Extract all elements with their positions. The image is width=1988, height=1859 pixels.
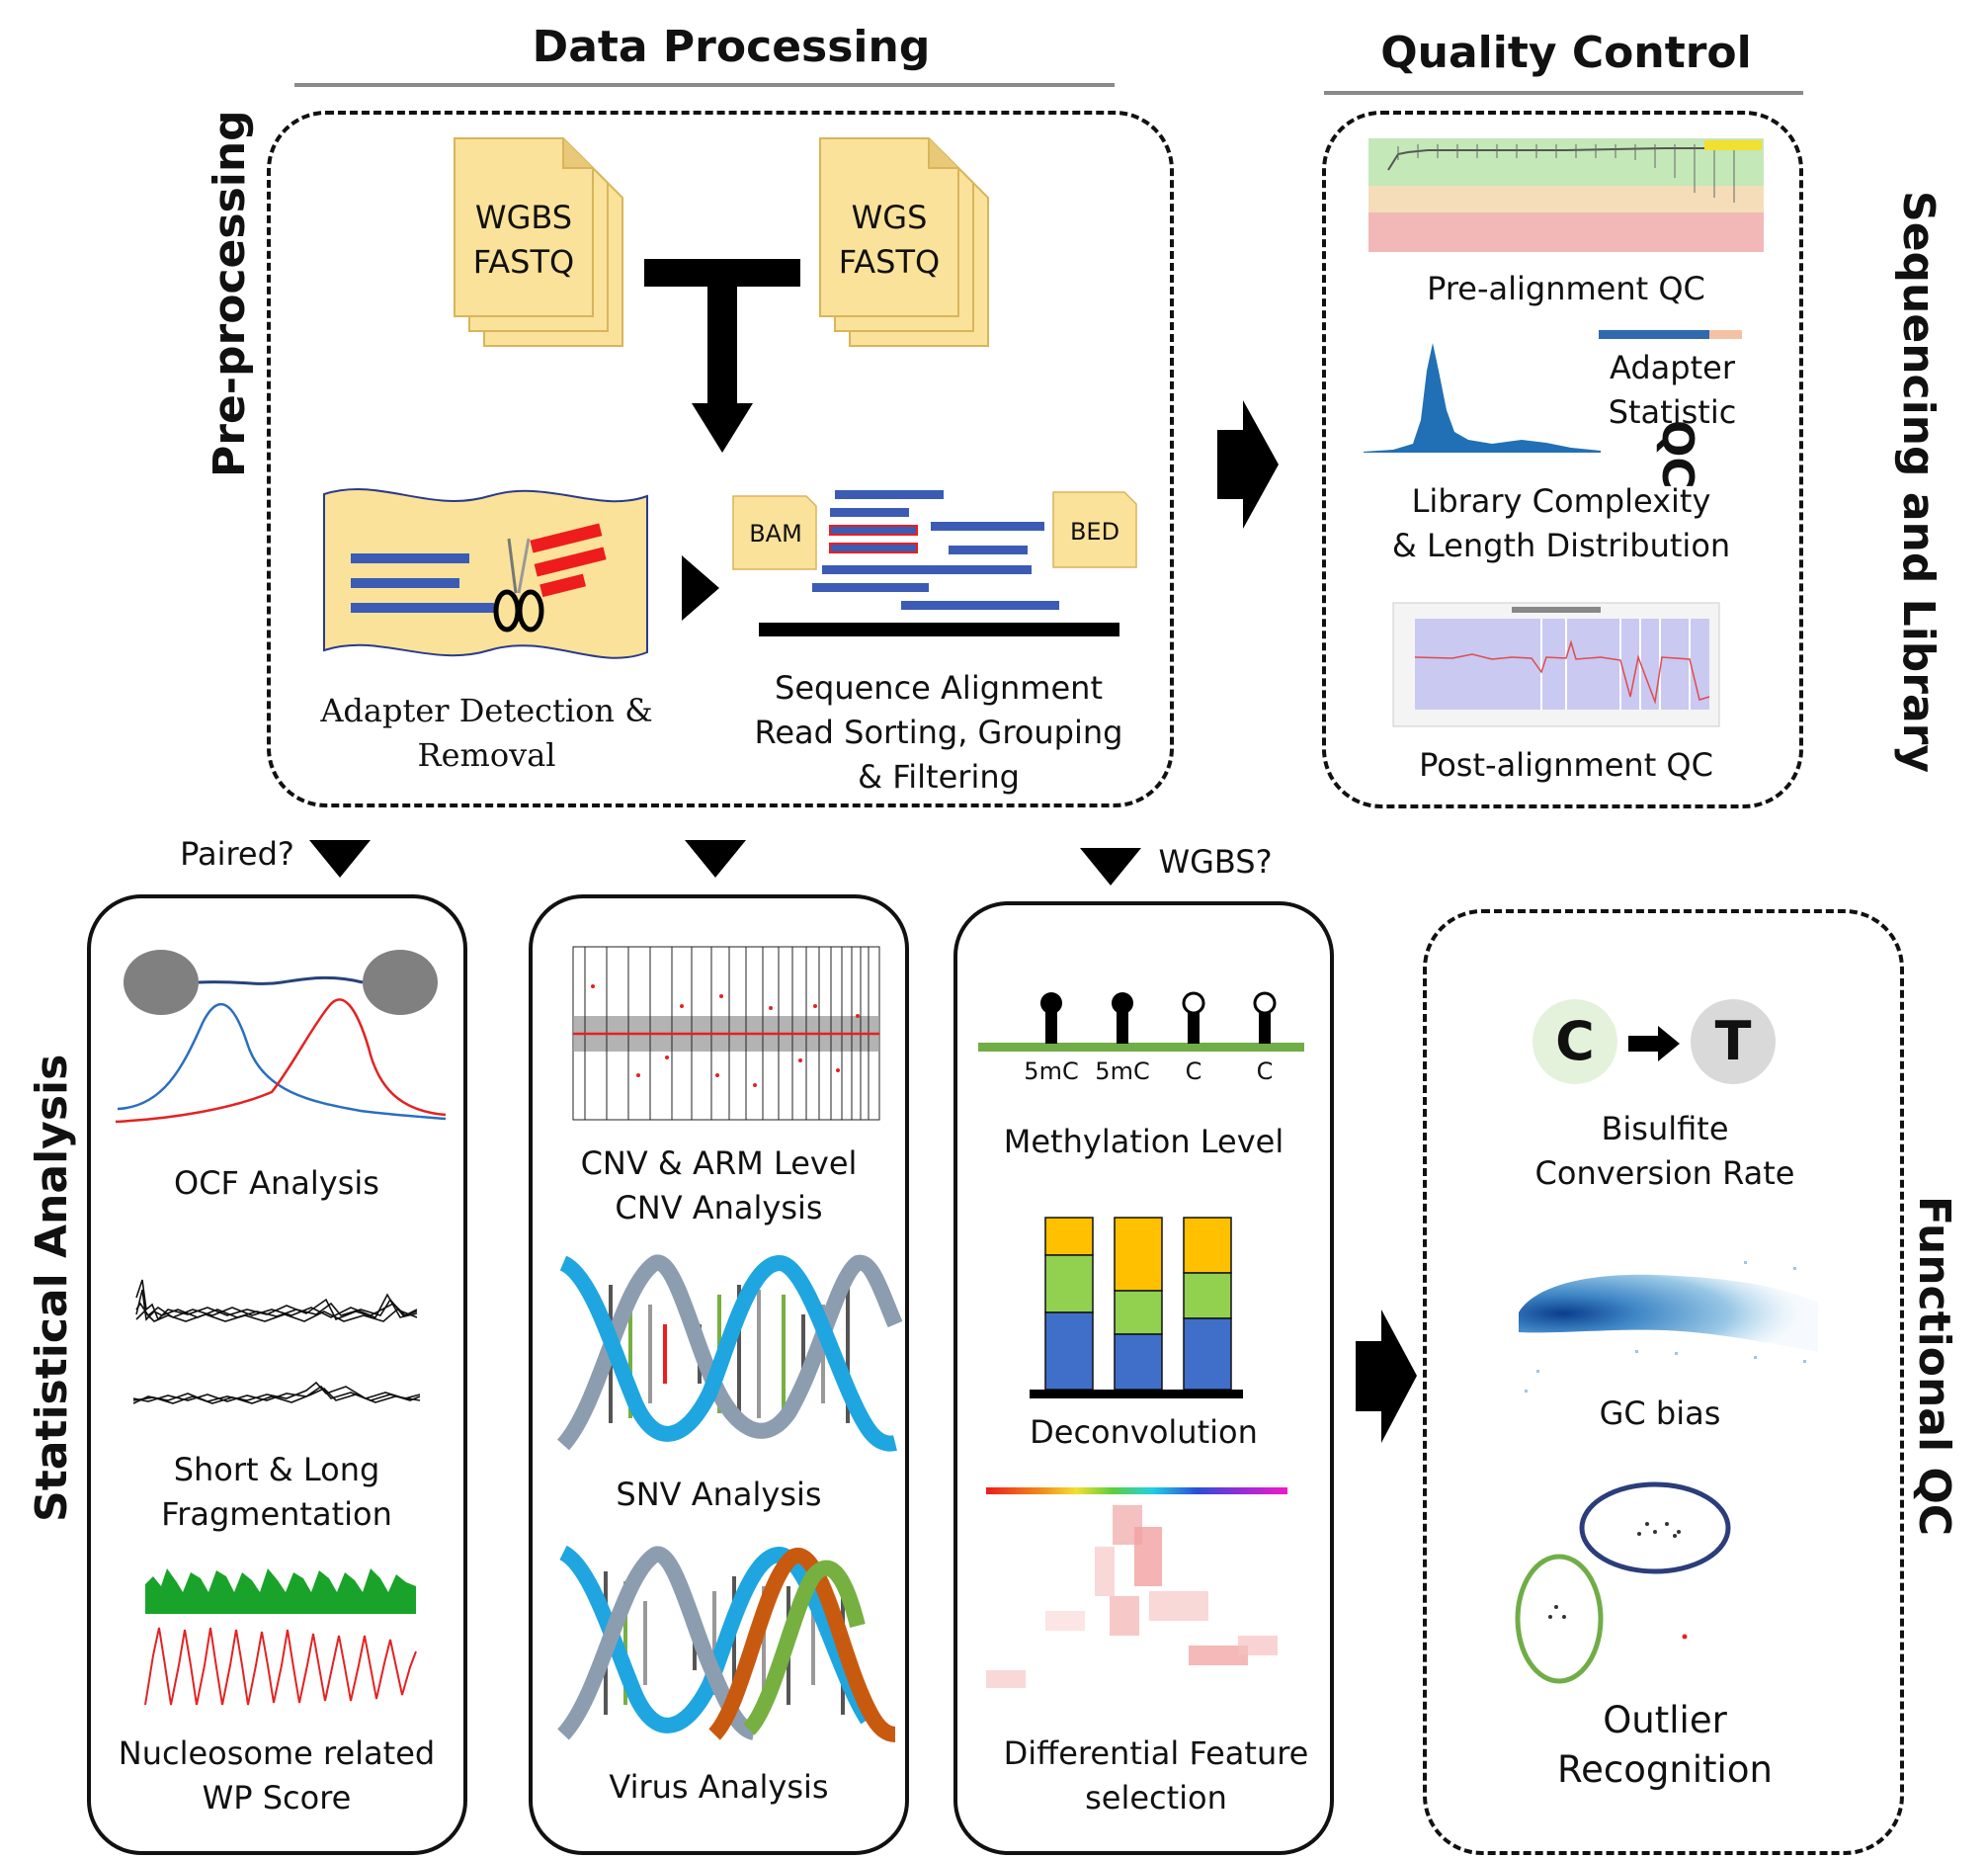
- wp-score-graphic: [144, 1568, 417, 1706]
- library-complexity-line2: & Length Distribution: [1391, 527, 1731, 564]
- functional-qc-box: [1423, 909, 1904, 1855]
- pre-alignment-qc-chart: [1368, 138, 1764, 252]
- alignment-line3: & Filtering: [858, 758, 1020, 796]
- snv-dna-graphic: [556, 1254, 903, 1452]
- differential-feature-line1: Differential Feature: [1003, 1734, 1309, 1772]
- pre-processing-label: Pre-processing: [205, 110, 255, 477]
- to-functional-qc-arrow-icon: [1356, 1310, 1417, 1443]
- wgbs-down-arrow-icon: [1080, 848, 1141, 886]
- merge-arrow-icon: [644, 259, 800, 453]
- cnv-down-arrow-icon: [685, 840, 746, 878]
- library-complexity-line1: Library Complexity: [1411, 482, 1711, 520]
- outlier-clusters-graphic: [1515, 1481, 1731, 1684]
- sequencing-qc-box: [1322, 111, 1803, 808]
- wgs-label-line1: WGS: [851, 199, 928, 236]
- wgbs-branch-label: WGBS?: [1158, 843, 1273, 881]
- adapter-statistic-line1: Adapter: [1610, 349, 1735, 386]
- adapter-scroll-icon: [323, 488, 648, 659]
- cnv-analysis-line1: CNV & ARM Level: [580, 1144, 858, 1182]
- fragmentation-line2: Fragmentation: [161, 1495, 392, 1533]
- statistical-analysis-label: Statistical Analysis: [27, 1054, 77, 1522]
- adapter-detection-line2: Removal: [417, 736, 556, 774]
- fragmentation-line1: Short & Long: [173, 1451, 380, 1488]
- methylation-cpg-graphic: [978, 991, 1304, 1052]
- cnv-analysis-line2: CNV Analysis: [615, 1189, 823, 1226]
- data-processing-rule: [294, 83, 1115, 87]
- bisulfite-line2: Conversion Rate: [1534, 1154, 1795, 1192]
- to-qc-arrow-icon: [1217, 400, 1279, 529]
- functional-qc-label: Functional QC: [1909, 1196, 1959, 1537]
- snv-analysis-label: SNV Analysis: [616, 1476, 822, 1513]
- bed-label: BED: [1069, 518, 1120, 546]
- post-alignment-qc-label: Post-alignment QC: [1419, 746, 1713, 784]
- wgs-label-line2: FASTQ: [838, 243, 941, 281]
- wgbs-fastq-file-icon: [454, 137, 623, 347]
- alignment-reads-icon: [732, 490, 1137, 636]
- virus-analysis-label: Virus Analysis: [609, 1768, 829, 1806]
- wgbs-label-line1: WGBS: [474, 199, 573, 236]
- t-letter: T: [1714, 1010, 1752, 1072]
- differential-feature-line2: selection: [1085, 1779, 1227, 1817]
- gc-bias-density-graphic: [1519, 1261, 1818, 1393]
- length-distribution-chart: [1364, 343, 1601, 453]
- deconvolution-label: Deconvolution: [1030, 1413, 1258, 1451]
- quality-control-header: Quality Control: [1380, 28, 1752, 78]
- adapter-statistic-line2: Statistic: [1608, 393, 1737, 431]
- sequencing-library-qc-label-line2: QC: [1652, 420, 1702, 489]
- data-processing-header: Data Processing: [532, 22, 931, 72]
- sequencing-library-qc-label-line1: Sequencing and Library: [1893, 191, 1944, 774]
- bam-label: BAM: [749, 520, 802, 548]
- c-to-t-arrow-icon: [1628, 1026, 1680, 1061]
- statistical-analysis-panel: [87, 894, 467, 1855]
- pre-alignment-qc-label: Pre-alignment QC: [1427, 270, 1705, 307]
- virus-dna-graphic: [556, 1545, 896, 1742]
- ocf-graphic: [115, 950, 447, 1124]
- methylation-level-label: Methylation Level: [1003, 1123, 1284, 1160]
- wgs-fastq-file-icon: [819, 137, 989, 347]
- quality-control-rule: [1324, 91, 1803, 95]
- cnv-plot-graphic: [572, 946, 880, 1121]
- adapter-detection-line1: Adapter Detection &: [320, 692, 653, 729]
- wp-score-line1: Nucleosome related: [118, 1734, 436, 1772]
- paired-branch-label: Paired?: [180, 835, 294, 873]
- bisulfite-line1: Bisulfite: [1601, 1110, 1729, 1147]
- outlier-recognition-line2: Recognition: [1557, 1748, 1773, 1791]
- cpg-label-1: 5mC: [1024, 1057, 1079, 1085]
- ocf-analysis-label: OCF Analysis: [174, 1164, 379, 1202]
- paired-down-arrow-icon: [309, 840, 371, 878]
- adapter-statistic-bar: [1599, 330, 1742, 339]
- alignment-line1: Sequence Alignment: [775, 669, 1103, 707]
- variant-analysis-panel: [529, 894, 909, 1855]
- wp-score-line2: WP Score: [202, 1779, 352, 1817]
- fragmentation-graphic: [132, 1279, 421, 1404]
- outlier-recognition-line1: Outlier: [1603, 1699, 1727, 1741]
- deconvolution-bars-graphic: [1030, 1217, 1243, 1398]
- c-letter: C: [1555, 1010, 1595, 1072]
- alignment-line2: Read Sorting, Grouping: [754, 714, 1123, 751]
- wgbs-label-line2: FASTQ: [472, 243, 575, 281]
- pre-processing-box: [267, 111, 1174, 807]
- differential-feature-heatmap: [986, 1487, 1287, 1688]
- post-alignment-qc-chart: [1392, 602, 1720, 727]
- c-circle-icon: [1532, 999, 1617, 1084]
- t-circle-icon: [1691, 999, 1776, 1084]
- step-arrow-icon: [682, 555, 719, 621]
- cpg-label-4: C: [1256, 1057, 1274, 1085]
- cpg-label-3: C: [1185, 1057, 1202, 1085]
- methylation-panel: [953, 901, 1334, 1855]
- gc-bias-label: GC bias: [1599, 1394, 1721, 1432]
- cpg-label-2: 5mC: [1095, 1057, 1150, 1085]
